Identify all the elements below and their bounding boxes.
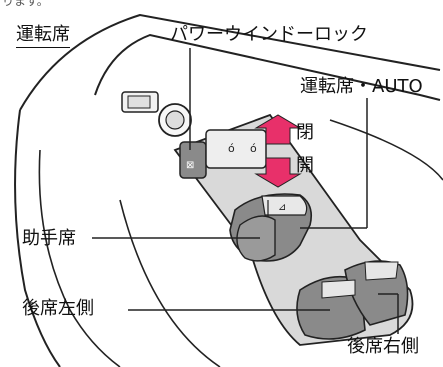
svg-text:ó: ó [250, 142, 257, 155]
armrest-edge [119, 199, 221, 367]
label-close: 閉 [296, 122, 314, 143]
svg-text:⊠: ⊠ [186, 160, 194, 171]
door-outline-inner [94, 33, 441, 101]
door-outline-left [14, 109, 61, 367]
svg-text:ó: ó [228, 142, 235, 155]
armrest-top-right [329, 119, 443, 181]
label-passenger-seat: 助手席 [22, 228, 76, 249]
label-rear-right: 後席右側 [347, 336, 419, 357]
label-driver-auto: 運転席・AUTO [300, 76, 423, 97]
label-driver-seat: 運転席 [16, 24, 70, 48]
cut-off-header-text: ります。 [2, 0, 49, 8]
label-power-window-lock: パワーウインドーロック [170, 24, 368, 45]
door-outline-top [19, 13, 441, 111]
open-arrow-icon [254, 157, 302, 188]
close-arrow-icon [254, 114, 302, 145]
label-open: 開 [296, 155, 314, 176]
svg-text:⊿: ⊿ [278, 202, 286, 213]
door-inner-curve [38, 149, 121, 367]
label-rear-left: 後席左側 [22, 298, 94, 319]
